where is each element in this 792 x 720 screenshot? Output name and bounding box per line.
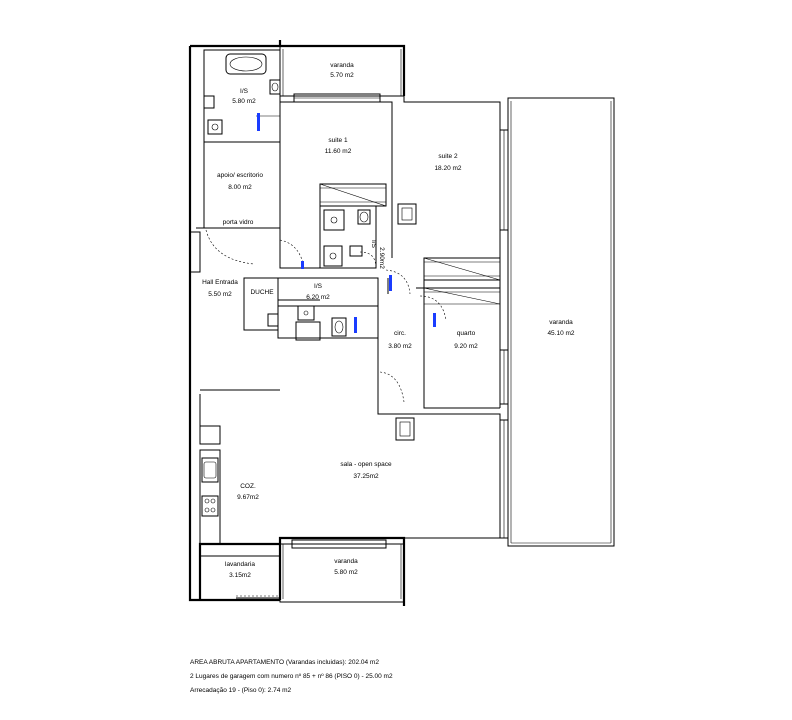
varanda-bottom-area: 5.80 m2	[334, 569, 358, 576]
suite1-name: suite 1	[328, 137, 348, 144]
apoio-walls	[189, 141, 305, 273]
varanda-right-outline	[499, 97, 615, 547]
quarto-area: 9.20 m2	[454, 343, 478, 350]
varanda-bottom-name: varanda	[334, 558, 358, 565]
hall-area: 5.50 m2	[208, 291, 232, 298]
hall-walls	[243, 277, 379, 341]
lavandaria-walls	[200, 555, 280, 599]
hall-name: Hall Entrada	[202, 279, 238, 286]
quarto-name: quarto	[457, 330, 476, 337]
varanda-top-area: 5.70 m2	[330, 72, 354, 79]
varanda-right-area: 45.10 m2	[547, 330, 574, 337]
circ-name: circ.	[394, 330, 406, 337]
is-mid-area: 6.20 m2	[306, 294, 330, 301]
is-top-name: I/S	[240, 88, 249, 95]
suite1-area: 11.60 m2	[325, 148, 352, 155]
duche-label: DUCHE	[250, 289, 274, 296]
apoio-name: apoio/ escritorio	[217, 172, 263, 179]
varanda-bottom-outline	[279, 539, 405, 603]
is-top-area: 5.80 m2	[232, 98, 256, 105]
room-labels: varanda 5.70 m2 I/S 5.80 m2 suite 1 11.6…	[202, 62, 575, 579]
circ-quarto-walls	[377, 269, 501, 441]
area-notes: AREA ABRUTA APARTAMENTO (Varandas inclui…	[190, 656, 393, 698]
note-storage: Arrecadação 19 - (Piso 0): 2.74 m2	[190, 687, 292, 694]
suite2-name: suite 2	[438, 153, 458, 160]
kitchen	[199, 389, 280, 545]
suite1-walls	[279, 101, 393, 269]
sala-walls	[280, 413, 501, 539]
is-suite1-area: 2.90m2	[378, 247, 385, 269]
is-suite1-name: I/S	[370, 240, 377, 249]
coz-name: COZ.	[240, 483, 256, 490]
varanda-right-name: varanda	[549, 319, 573, 326]
suite1-bathroom	[319, 205, 377, 269]
varanda-top-name: varanda	[330, 62, 354, 69]
lavandaria-name: lavandaria	[225, 561, 255, 568]
suite2-area: 18.20 m2	[434, 165, 461, 172]
note-gross-area: AREA ABRUTA APARTAMENTO (Varandas inclui…	[190, 659, 379, 666]
porta-vidro-label: porta vidro	[223, 219, 254, 226]
lavandaria-area: 3.15m2	[229, 572, 251, 579]
sala-name: sala - open space	[340, 461, 392, 468]
note-garage: 2 Lugares de garagem com numero nº 85 + …	[190, 673, 393, 680]
bathroom-top	[203, 49, 281, 143]
coz-area: 9.67m2	[237, 494, 259, 501]
circ-area: 3.80 m2	[388, 343, 412, 350]
sala-area: 37.25m2	[353, 473, 379, 480]
is-mid-name: I/S	[314, 283, 323, 290]
suite2-walls	[391, 96, 501, 408]
apoio-area: 8.00 m2	[228, 184, 252, 191]
